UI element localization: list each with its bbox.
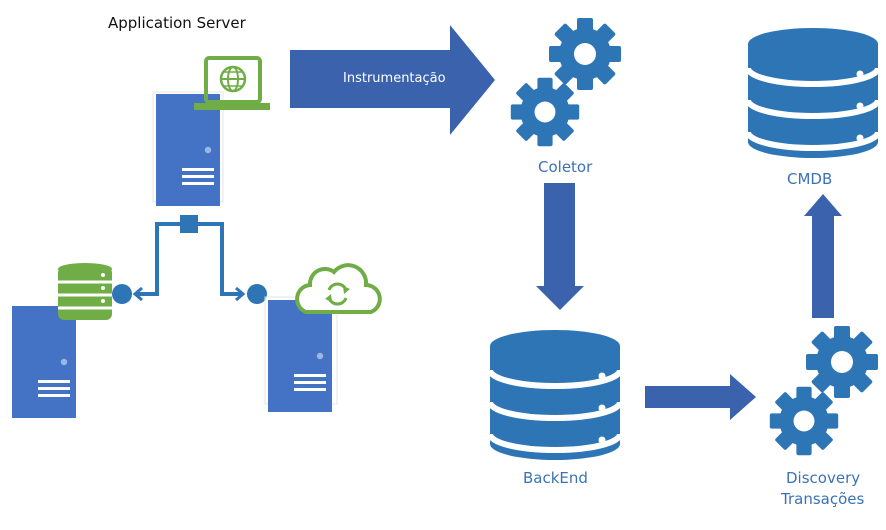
- laptop-globe-icon: [194, 56, 270, 110]
- discovery-label-line1: Discovery: [786, 469, 861, 487]
- database-server: [12, 306, 76, 418]
- backend-label: BackEnd: [523, 469, 588, 487]
- instrumentation-label: Instrumentação: [343, 71, 446, 86]
- cloud-sync-icon: [295, 263, 382, 314]
- collector-gear-icon: [510, 18, 621, 147]
- discovery-to-cmdb-arrow: [804, 194, 842, 318]
- backend-database-icon: [490, 330, 620, 460]
- instrumentation-arrow: [290, 25, 495, 135]
- discovery-gear-icon: [769, 326, 878, 456]
- backend-to-discovery-arrow: [645, 374, 756, 420]
- cmdb-label: CMDB: [787, 170, 833, 188]
- network-connector: [112, 215, 267, 304]
- application-server: [152, 91, 224, 206]
- cmdb-database-icon: [748, 28, 878, 158]
- app-server-label: Application Server: [108, 14, 246, 32]
- collector-label: Coletor: [538, 158, 593, 176]
- database-stack-icon: [58, 263, 112, 320]
- cloud-server: [264, 296, 338, 412]
- collector-to-backend-arrow: [536, 183, 584, 310]
- discovery-label-line2: Transações: [781, 490, 865, 508]
